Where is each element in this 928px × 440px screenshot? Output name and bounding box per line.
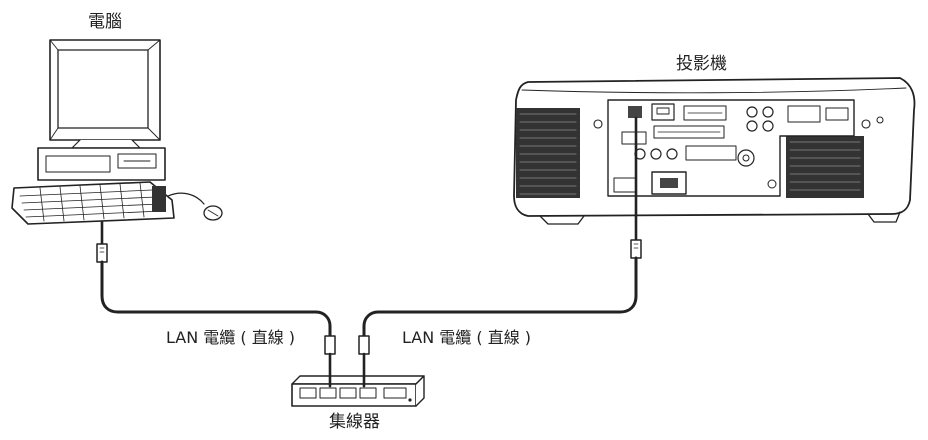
keyboard-icon: [11, 181, 175, 225]
projector-icon: [513, 77, 916, 225]
computer-label: 電腦: [88, 12, 122, 32]
lan-cable-right-label: LAN 電纜 ( 直線 ): [402, 328, 532, 347]
hub-label: 集線器: [329, 412, 380, 432]
vent-grille-left: [516, 108, 580, 198]
lan-cable-left-label: LAN 電纜 ( 直線 ): [166, 328, 296, 347]
vent-grille-right: [786, 136, 864, 198]
lan-cable-right: [358, 116, 642, 388]
desktop-case-icon: [37, 147, 166, 181]
connector-panel: [607, 99, 855, 197]
mouse-icon: [167, 192, 223, 221]
projector-label: 投影機: [676, 54, 727, 74]
monitor-icon: [49, 39, 161, 149]
hub-icon: [291, 375, 425, 407]
lan-cable-left: [96, 220, 336, 388]
computer-icon: [11, 39, 223, 225]
